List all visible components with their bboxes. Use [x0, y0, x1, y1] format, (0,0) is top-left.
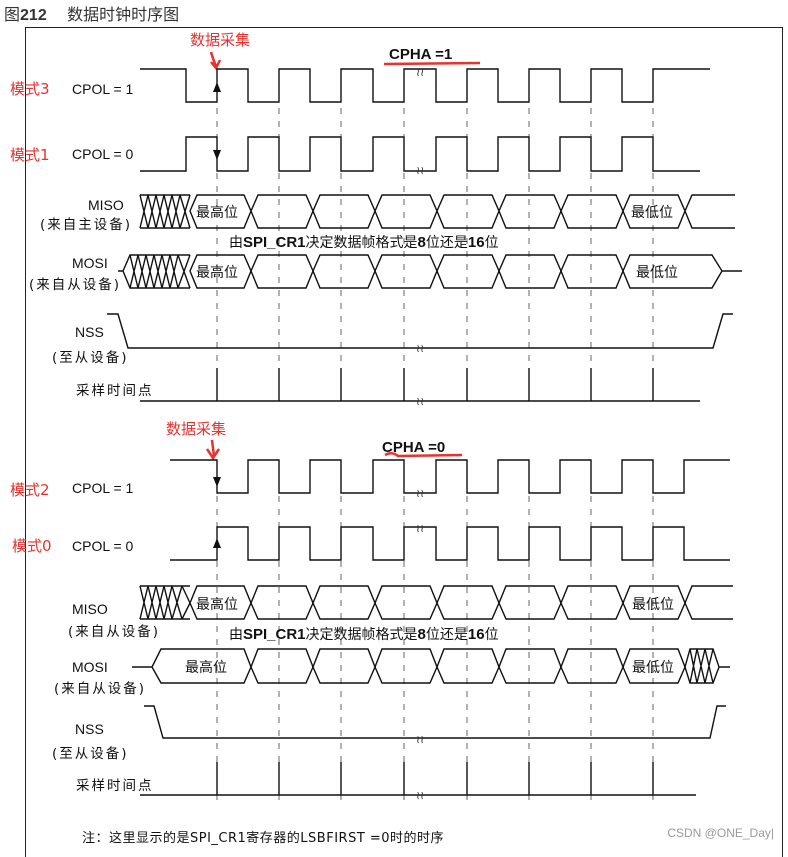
mosi-lsb-top: 最低位 — [636, 265, 678, 281]
mode0-label: 模式0 — [12, 537, 52, 555]
break-mark-icon: ≀≀ — [416, 734, 424, 746]
break-mark-icon: ≀≀ — [416, 488, 424, 500]
bottom-guide-lines — [216, 496, 654, 800]
figure-title-prefix: 图 — [4, 5, 21, 24]
rising-edge-arrow-icon — [213, 82, 221, 92]
data-capture-annotation-bottom: 数据采集 — [166, 420, 226, 438]
bottom-panel: CPHA =0 数据采集 模式2 CPOL = 1 ≀≀ 模式0 CPOL = … — [10, 420, 733, 802]
nss-target-top: (至从设备) — [52, 349, 129, 366]
mode1-clock-waveform — [140, 136, 700, 172]
break-mark-icon: ≀≀ — [416, 343, 424, 355]
cpha1-label: CPHA =1 — [389, 46, 452, 63]
mode2-label: 模式2 — [10, 481, 50, 499]
break-mark-icon: ≀≀ — [416, 67, 424, 79]
mosi-lsb-bottom: 最低位 — [632, 660, 674, 676]
sample-points-label-top: 采样时间点 — [76, 383, 154, 399]
cpha0-underline — [384, 452, 463, 458]
cpha1-underline — [383, 61, 481, 66]
mode0-clock-waveform — [170, 526, 730, 561]
break-mark-icon: ≀≀ — [416, 523, 424, 535]
nss-label-bottom: NSS — [75, 721, 104, 737]
mode3-clock-waveform — [140, 68, 710, 103]
falling-edge-arrow-icon — [213, 150, 221, 160]
mosi-label-top: MOSI — [72, 255, 108, 271]
top-panel: CPHA =1 数据采集 模式3 CPOL = 1 ≀≀ 模式1 CPOL = … — [10, 31, 742, 408]
mode1-cpol-label: CPOL = 0 — [72, 146, 134, 162]
mode0-cpol-label: CPOL = 0 — [72, 538, 134, 554]
diagram-frame — [25, 27, 783, 857]
miso-waveform-top — [139, 194, 735, 229]
mode2-cpol-label: CPOL = 1 — [72, 480, 134, 496]
figure-number: 212 — [20, 7, 47, 24]
nss-label-top: NSS — [75, 324, 104, 340]
data-capture-annotation-top: 数据采集 — [190, 31, 250, 49]
miso-lsb-top: 最低位 — [631, 205, 673, 221]
mosi-label-bottom: MOSI — [72, 659, 108, 675]
frame-format-note-bottom: 由SPI_CR1决定数据帧格式是8位还是16位 — [229, 626, 499, 643]
top-guide-lines — [216, 108, 654, 400]
break-mark-icon: ≀≀ — [416, 790, 424, 802]
mosi-msb-top: 最高位 — [196, 264, 238, 281]
miso-msb-bottom: 最高位 — [196, 596, 238, 613]
miso-msb-top: 最高位 — [196, 204, 238, 221]
falling-edge-arrow-icon — [213, 477, 221, 487]
nss-target-bottom: (至从设备) — [52, 745, 129, 762]
miso-waveform-bottom — [139, 585, 733, 620]
miso-lsb-bottom: 最低位 — [632, 597, 674, 613]
mosi-source-bottom: (来自从设备) — [54, 680, 146, 697]
mode1-label: 模式1 — [10, 146, 50, 164]
lsbfirst-note: 注：这里显示的是SPI_CR1寄存器的LSBFIRST =0时的时序 — [82, 831, 445, 846]
mode3-label: 模式3 — [10, 80, 50, 98]
watermark: CSDN @ONE_Day| — [667, 826, 774, 840]
frame-format-note-top: 由SPI_CR1决定数据帧格式是8位还是16位 — [229, 234, 499, 251]
mode3-cpol-label: CPOL = 1 — [72, 81, 134, 97]
break-mark-icon: ≀≀ — [416, 165, 424, 177]
red-arrow-icon — [205, 439, 221, 461]
rising-edge-arrow-icon — [213, 538, 221, 548]
mosi-source-top: (来自从设备) — [29, 276, 121, 293]
figure-title-text: 数据时钟时序图 — [67, 5, 180, 24]
sample-points-top — [140, 368, 700, 402]
nss-waveform-top — [107, 313, 733, 349]
figure-title: 图212 数据时钟时序图 — [4, 1, 179, 25]
sample-points-label-bottom: 采样时间点 — [76, 778, 154, 794]
cpha0-label: CPHA =0 — [382, 439, 445, 456]
mosi-waveform-top — [118, 254, 742, 289]
miso-label-bottom: MISO — [72, 601, 108, 617]
break-mark-icon: ≀≀ — [416, 396, 424, 408]
miso-label-top: MISO — [88, 197, 124, 213]
nss-waveform-bottom — [144, 705, 726, 739]
mode2-clock-waveform — [170, 459, 730, 494]
miso-source-top: (来自主设备) — [40, 216, 132, 233]
sample-points-bottom — [140, 762, 696, 796]
mosi-waveform-bottom — [132, 648, 730, 684]
miso-source-bottom: (来自从设备) — [68, 623, 160, 640]
red-arrow-icon — [209, 51, 222, 71]
mosi-msb-bottom: 最高位 — [185, 659, 227, 676]
